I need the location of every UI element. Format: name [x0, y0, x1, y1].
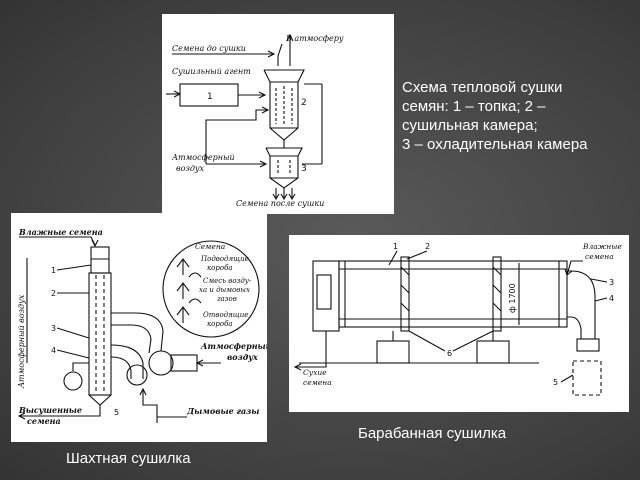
drum-wet-2: семена: [585, 252, 614, 261]
air-loop: [205, 106, 270, 168]
seeds-out-arrows: [272, 188, 296, 201]
detail-mixture-3: газов: [217, 295, 237, 303]
detail-supply-1: Подводящие: [200, 255, 249, 263]
label-flue-gas: Дымовые газы: [186, 406, 259, 416]
scheme-caption: Схема тепловой сушки семян: 1 – топка; 2…: [402, 79, 588, 153]
cooling-chamber-number: 3: [301, 164, 307, 174]
dashed-bin: [572, 360, 602, 396]
circle-detail: Семена Подводящие короба Смесь возду- ха…: [162, 240, 260, 338]
drying-chamber: 2: [263, 69, 307, 141]
drum-diameter: ф 1700: [508, 283, 517, 313]
label-seeds-out: Семена после сушки: [236, 199, 324, 208]
shaft-number-4: 4: [51, 346, 56, 355]
drum-number-5: 5: [553, 378, 558, 387]
drum-dry-1: Сухие: [303, 368, 327, 377]
drum-bands: [400, 256, 502, 332]
drum-number-3: 3: [609, 278, 614, 287]
drum-dryer-drawing: ф 1700 Влажные семена Сухие семена 1 2: [289, 235, 629, 412]
label-atm-air-vertical: Атмосферный воздух: [17, 294, 26, 389]
drum-caption: Барабанная сушилка: [358, 425, 507, 442]
shaft-dryer-drawing: Влажные семена Атмосферный воздух 1 2 3 …: [11, 213, 267, 442]
detail-mixture-1: Смесь возду-: [203, 277, 252, 285]
flue-gas-line: [139, 387, 187, 423]
label-atm-air-right-1: Атмосферный: [200, 341, 267, 351]
outlet-elbow: [567, 270, 600, 352]
shaft-number-3: 3: [51, 324, 56, 333]
furnace-number: 1: [207, 92, 213, 102]
detail-supply-2: короба: [207, 264, 233, 272]
shaft-number-1: 1: [51, 266, 56, 275]
drum-number-6: 6: [447, 349, 452, 358]
drum-body: [338, 260, 568, 328]
cooling-chamber: 3: [265, 147, 307, 189]
seeds-in-arrow: [172, 50, 276, 58]
atmosphere-outlet: [277, 33, 294, 66]
chamber-connector: [283, 83, 323, 165]
shaft-caption: Шахтная сушилка: [66, 450, 191, 467]
dry-seeds-output-line: [293, 331, 327, 371]
fan-unit: [170, 354, 221, 372]
detail-exhaust-2: короба: [207, 320, 233, 328]
detail-exhaust-1: Отводящие: [203, 311, 248, 319]
ducts: [63, 312, 174, 391]
label-seeds-in: Семена до сушки: [172, 44, 246, 53]
furnace-box: 1: [166, 83, 267, 107]
drum-number-labels: 1 2 3 4 5 6: [388, 242, 614, 387]
label-drying-agent: Сушильный агент: [172, 67, 251, 76]
drum-wet-1: Влажные: [582, 242, 622, 251]
shaft-number-2: 2: [51, 289, 56, 298]
label-wet-seeds: Влажные семена: [18, 227, 103, 237]
dried-seeds-line: [17, 405, 101, 420]
detail-seeds: Семена: [195, 242, 225, 251]
label-atm-air-1: Атмосферный: [171, 153, 235, 162]
wet-seeds-input-line: [564, 260, 583, 276]
shaft-number-5: 5: [114, 408, 119, 417]
label-dried-1: Высушенные: [18, 405, 82, 415]
detail-mixture-2: ха и дымовых: [199, 286, 250, 294]
drum-number-2: 2: [425, 242, 430, 251]
furnace-head: [312, 260, 340, 332]
label-dried-2: семена: [27, 416, 61, 426]
shaft-column: [88, 246, 112, 406]
drum-number-4: 4: [609, 294, 614, 303]
drum-dry-2: семена: [303, 378, 332, 387]
label-atm-air-right-2: воздух: [227, 352, 258, 362]
drying-chamber-number: 2: [301, 98, 307, 108]
supports: [299, 331, 539, 364]
drum-number-1: 1: [393, 242, 398, 251]
label-to-atmosphere: В атмосферу: [285, 34, 344, 43]
label-atm-air-2: воздух: [176, 164, 205, 173]
wet-seeds-line: [19, 236, 99, 248]
heat-drying-scheme: Семена до сушки В атмосферу Сушильный аг…: [162, 14, 394, 214]
shaft-number-labels: 1 2 3 4 5: [51, 264, 119, 417]
